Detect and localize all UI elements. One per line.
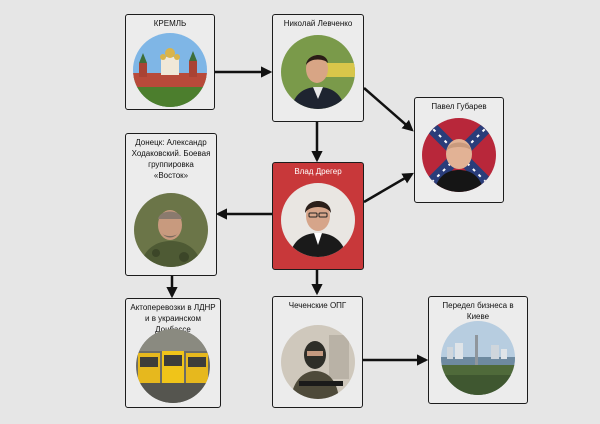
node-khodakovsky-label: Донецк: Александр Ходаковский. Боевая гр… [131,138,211,180]
node-dreger-label: Влад Дрегер [294,167,342,176]
dreger-portrait-photo [281,183,355,257]
node-transport: Актоперевозки в ЛДНР и в украинском Донб… [125,298,221,408]
arrow-dreger-to-gubarev [363,172,414,204]
node-chechen-label: Чеченские ОПГ [288,301,347,310]
node-kiev: Передел бизнеса в Киеве [428,296,528,404]
node-dreger: Влад Дрегер [272,162,364,270]
node-chechen: Чеченские ОПГ [272,296,363,408]
node-levchenko: Николай Левченко [272,14,364,122]
node-kiev-label: Передел бизнеса в Киеве [442,301,514,321]
gubarev-portrait-photo [422,118,496,192]
khodakovsky-soldier-photo [134,193,208,267]
node-gubarev-label: Павел Губарев [431,102,487,111]
kremlin-photo [133,33,207,107]
node-khodakovsky: Донецк: Александр Ходаковский. Боевая гр… [125,133,217,276]
node-kremlin: КРЕМЛЬ [125,14,215,110]
node-kremlin-label: КРЕМЛЬ [153,19,187,28]
node-levchenko-label: Николай Левченко [283,19,353,28]
chechen-armed-man-photo [280,325,355,399]
transport-buses-photo [136,329,210,403]
levchenko-portrait-photo [281,35,355,109]
kiev-cityscape-photo [441,321,515,395]
arrow-levchenko-to-gubarev [363,87,414,132]
node-gubarev: Павел Губарев [414,97,504,203]
